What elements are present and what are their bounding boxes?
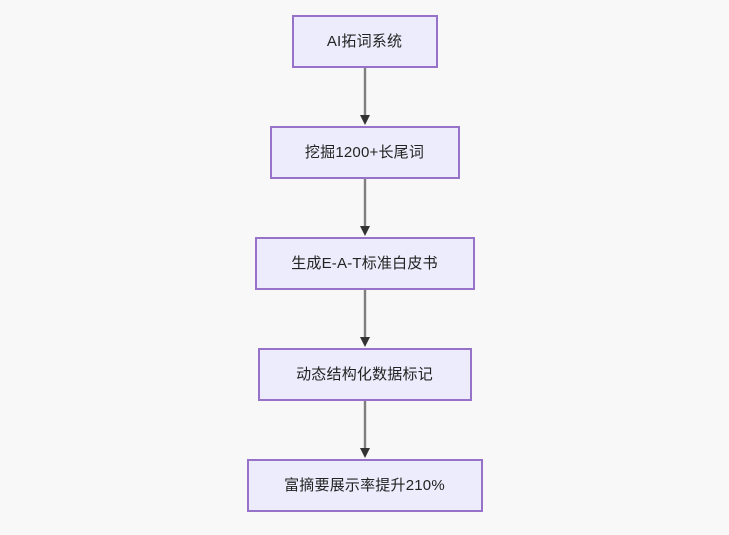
arrow-down-icon — [359, 68, 370, 125]
flowchart-node-n3[interactable]: 生成E-A-T标准白皮书 — [254, 237, 475, 290]
flowchart-node-label: 挖掘1200+长尾词 — [304, 144, 425, 161]
arrow-down-icon — [359, 179, 370, 236]
flowchart-node-n2[interactable]: 挖掘1200+长尾词 — [269, 126, 460, 179]
flowchart-edge-n2-n3 — [355, 179, 375, 237]
flowchart-node-label: 富摘要展示率提升210% — [284, 477, 445, 494]
flowchart-node-n1[interactable]: AI拓词系统 — [291, 15, 438, 68]
flowchart-edge-n1-n2 — [355, 68, 375, 126]
flowchart-node-label: 生成E-A-T标准白皮书 — [291, 255, 438, 272]
flowchart-edge-n3-n4 — [355, 290, 375, 348]
flowchart-node-label: AI拓词系统 — [326, 33, 403, 50]
arrow-down-icon — [359, 401, 370, 458]
arrow-down-icon — [359, 290, 370, 347]
flowchart-node-n5[interactable]: 富摘要展示率提升210% — [246, 459, 483, 512]
flowchart-edge-n4-n5 — [355, 401, 375, 459]
flowchart-node-n4[interactable]: 动态结构化数据标记 — [257, 348, 472, 401]
flowchart-node-label: 动态结构化数据标记 — [296, 366, 433, 383]
flowchart-node-column: AI拓词系统 挖掘1200+长尾词 生成E-A-T标准白皮书 — [0, 15, 729, 512]
